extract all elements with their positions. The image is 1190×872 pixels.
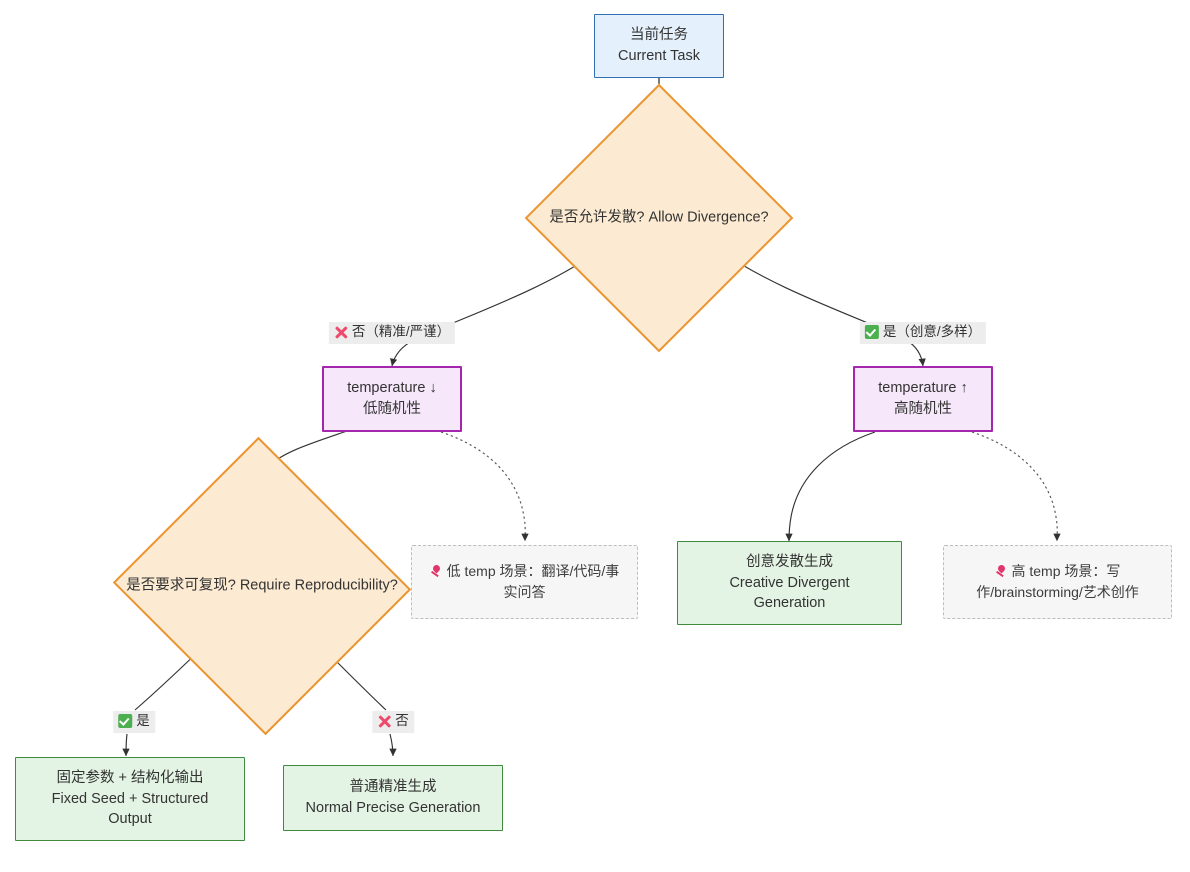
node-temperature-high[interactable]: temperature ↑ 高随机性: [853, 366, 993, 432]
note-high-temp-text-wrap: 高 temp 场景：写作/brainstorming/艺术创作: [958, 561, 1157, 603]
edge-label-yes-text: 是: [136, 713, 150, 728]
note-low-temp-text: 低 temp 场景：翻译/代码/事实问答: [446, 563, 620, 600]
require-reproducibility-line-1: 是否要求可复现?: [126, 577, 236, 594]
pin-icon: [995, 565, 1008, 578]
edge-label-no: 否: [372, 711, 414, 733]
edge-temphigh-to-note: [971, 431, 1061, 542]
fixed-seed-line-2: Fixed Seed + Structured: [51, 790, 209, 807]
creative-generation-line-1: 创意发散生成: [746, 554, 833, 571]
node-temperature-high-line-2: 高随机性: [894, 401, 952, 417]
edge-repro-yes-tail: [122, 733, 130, 757]
node-creative-divergent-generation[interactable]: 创意发散生成 Creative Divergent Generation: [677, 541, 902, 625]
edge-temphigh-to-creative: [785, 431, 876, 542]
note-low-temp-text-wrap: 低 temp 场景：翻译/代码/事实问答: [426, 561, 623, 603]
edge-repro-no-tail: [389, 733, 397, 757]
node-require-reproducibility[interactable]: 是否要求可复现? Require Reproducibility?: [112, 436, 412, 736]
node-current-task-line-2: Current Task: [618, 48, 700, 64]
edge-templow-to-note: [440, 431, 529, 542]
check-icon: [118, 714, 133, 729]
require-reproducibility-label: 是否要求可复现? Require Reproducibility?: [126, 575, 398, 596]
node-temperature-low-line-2: 低随机性: [363, 401, 421, 417]
allow-divergence-line-2: Allow Divergence?: [648, 209, 769, 226]
node-allow-divergence[interactable]: 是否允许发散? Allow Divergence?: [524, 83, 794, 353]
creative-generation-line-3: Generation: [753, 595, 826, 612]
node-note-high-temp: 高 temp 场景：写作/brainstorming/艺术创作: [943, 545, 1172, 619]
node-temperature-low[interactable]: temperature ↓ 低随机性: [322, 366, 462, 432]
creative-generation-line-2: Creative Divergent: [729, 574, 850, 591]
node-current-task[interactable]: 当前任务 Current Task: [594, 14, 724, 78]
node-note-low-temp: 低 temp 场景：翻译/代码/事实问答: [411, 545, 638, 619]
edge-label-yes: 是: [113, 711, 155, 733]
note-high-temp-text: 高 temp 场景：写作/brainstorming/艺术创作: [976, 563, 1139, 600]
pin-icon: [430, 565, 443, 578]
require-reproducibility-line-2: Require Reproducibility?: [239, 577, 398, 594]
node-current-task-line-1: 当前任务: [630, 27, 688, 44]
node-fixed-seed-structured-output[interactable]: 固定参数 + 结构化输出 Fixed Seed + Structured Out…: [15, 757, 245, 841]
cross-icon: [377, 714, 391, 728]
allow-divergence-label: 是否允许发散? Allow Divergence?: [549, 207, 768, 228]
fixed-seed-line-1: 固定参数 + 结构化输出: [56, 770, 204, 787]
edge-label-no-precise: 否（精准/严谨）: [328, 322, 456, 344]
edge-label-yes-creative-text: 是（创意/多样）: [882, 324, 982, 339]
edge-label-no-precise-text: 否（精准/严谨）: [351, 324, 451, 339]
node-temperature-high-line-1: temperature ↑: [878, 380, 968, 397]
normal-precise-line-1: 普通精准生成: [349, 779, 437, 796]
node-normal-precise-generation[interactable]: 普通精准生成 Normal Precise Generation: [283, 765, 503, 831]
cross-icon: [334, 325, 348, 339]
allow-divergence-line-1: 是否允许发散?: [549, 209, 645, 226]
fixed-seed-line-3: Output: [108, 811, 152, 828]
edge-label-yes-creative: 是（创意/多样）: [859, 322, 987, 344]
normal-precise-line-2: Normal Precise Generation: [305, 800, 481, 816]
node-temperature-low-line-1: temperature ↓: [347, 380, 437, 397]
edge-label-no-text: 否: [395, 713, 409, 728]
check-icon: [864, 325, 879, 340]
